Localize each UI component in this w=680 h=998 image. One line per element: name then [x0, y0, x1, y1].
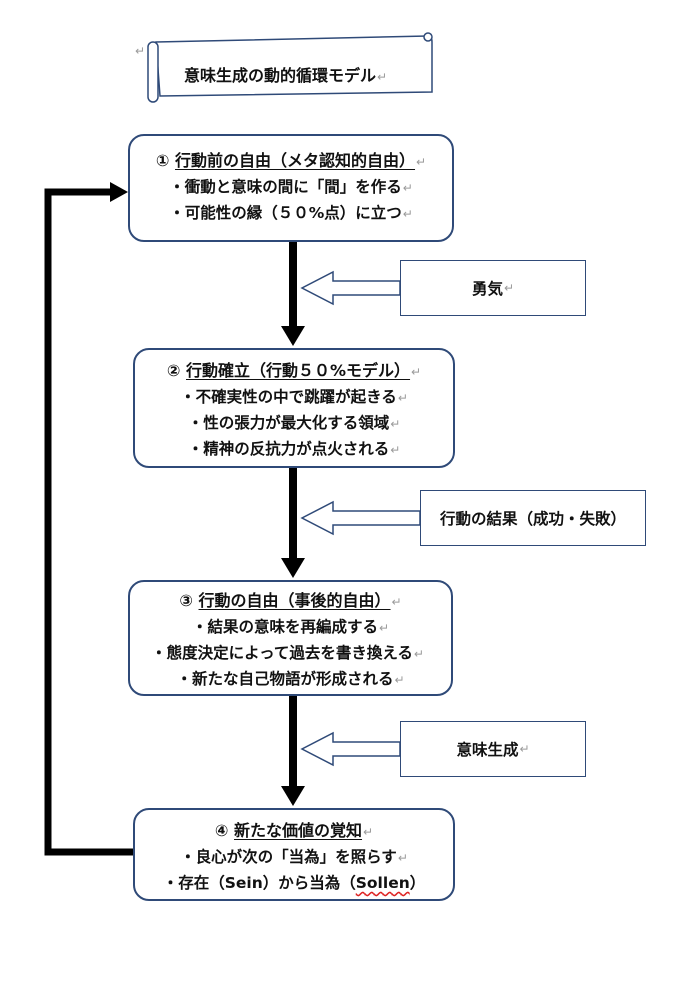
stage-bullet: ・可能性の縁（５０%点）に立つ↵ [130, 201, 452, 227]
paragraph-mark: ↵ [397, 391, 408, 405]
paragraph-mark: ↵ [394, 673, 405, 687]
title-scroll-banner [147, 32, 433, 103]
stage-title: 行動の自由（事後的自由） [198, 591, 391, 610]
bullet-text: ・衝動と意味の間に「間」を作る [169, 178, 402, 196]
paragraph-mark: ↵ [402, 181, 413, 195]
input-label: 勇気 [471, 280, 503, 298]
paragraph-mark: ↵ [416, 155, 427, 169]
paragraph-mark: ↵ [391, 595, 402, 609]
diagram-title-text: 意味生成の動的循環モデル [184, 66, 377, 85]
bullet-text: ・存在（Sein）から当為（ [162, 874, 356, 892]
stage-title: 新たな価値の覚知 [234, 821, 363, 840]
paragraph-mark: ↵ [519, 742, 530, 756]
paragraph-mark: ↵ [135, 44, 146, 58]
bullet-text: ・不確実性の中で跳躍が起きる [180, 388, 397, 406]
bullet-text: ・新たな自己物語が形成される [176, 670, 394, 688]
stage-bullet: ・態度決定によって過去を書き換える↵ [124, 641, 451, 667]
stage-title: 行動確立（行動５０%モデル） [186, 361, 411, 380]
stage-bullet: ・良心が次の「当為」を照らす↵ [135, 845, 453, 871]
input-box-courage: 勇気↵ [400, 260, 586, 316]
stage-heading: ④ 新たな価値の覚知↵ [135, 818, 453, 845]
paragraph-mark: ↵ [377, 70, 388, 84]
paragraph-mark: ↵ [397, 851, 408, 865]
flow-arrow-1-2 [281, 242, 305, 346]
flow-arrow-3-4 [281, 696, 305, 806]
bullet-text: ・性の張力が最大化する領域 [187, 414, 390, 432]
stage-bullet: ・精神の反抗力が点火される↵ [135, 437, 453, 463]
paragraph-mark: ↵ [413, 647, 424, 661]
paragraph-mark: ↵ [390, 417, 401, 431]
stage-number: ② [166, 361, 181, 380]
diagram-title: 意味生成の動的循環モデル↵ [184, 62, 387, 86]
paragraph-mark: ↵ [503, 281, 515, 295]
paragraph-mark: ↵ [402, 207, 413, 221]
flow-arrow-2-3 [281, 468, 305, 578]
input-arrow-2 [300, 500, 421, 536]
stage-heading: ② 行動確立（行動５０%モデル）↵ [135, 358, 453, 385]
paragraph-mark: ↵ [390, 443, 401, 457]
input-arrow-1 [300, 270, 401, 306]
paragraph-mark: ↵ [411, 365, 422, 379]
stage-number: ① [155, 151, 170, 170]
stage-box-1: ① 行動前の自由（メタ認知的自由）↵ ・衝動と意味の間に「間」を作る↵ ・可能性… [128, 134, 454, 242]
stage-bullet: ・結果の意味を再編成する↵ [130, 615, 451, 641]
stage-bullet: ・衝動と意味の間に「間」を作る↵ [130, 175, 452, 201]
stage-box-3: ③ 行動の自由（事後的自由）↵ ・結果の意味を再編成する↵ ・態度決定によって過… [128, 580, 453, 696]
input-label: 意味生成 [456, 741, 519, 759]
stage-heading: ① 行動前の自由（メタ認知的自由）↵ [130, 148, 452, 175]
spellcheck-flagged-word[interactable]: Sollen [355, 874, 410, 892]
feedback-loop-arrow [44, 182, 133, 856]
paragraph-mark: ↵ [363, 825, 374, 839]
stage-number: ③ [179, 591, 193, 610]
bullet-text: ・態度決定によって過去を書き換える [151, 644, 413, 662]
stage-heading: ③ 行動の自由（事後的自由）↵ [130, 588, 451, 615]
bullet-text: ） [409, 874, 426, 892]
paragraph-mark: ↵ [378, 621, 390, 635]
stage-bullet: ・新たな自己物語が形成される↵ [130, 667, 451, 693]
bullet-text: ・良心が次の「当為」を照らす [180, 848, 397, 866]
input-label: 行動の結果（成功・失敗） [439, 510, 626, 528]
stage-bullet: ・存在（Sein）から当為（Sollen） [135, 871, 453, 896]
stage-bullet: ・不確実性の中で跳躍が起きる↵ [135, 385, 453, 411]
stage-title: 行動前の自由（メタ認知的自由） [175, 151, 416, 170]
stage-bullet: ・性の張力が最大化する領域↵ [135, 411, 453, 437]
stage-number: ④ [214, 821, 229, 840]
stage-box-2: ② 行動確立（行動５０%モデル）↵ ・不確実性の中で跳躍が起きる↵ ・性の張力が… [133, 348, 455, 468]
bullet-text: ・可能性の縁（５０%点）に立つ [169, 204, 402, 222]
bullet-text: ・精神の反抗力が点火される [187, 440, 390, 458]
input-arrow-3 [300, 731, 401, 767]
bullet-text: ・結果の意味を再編成する [191, 618, 378, 636]
input-box-meaning-generation: 意味生成↵ [400, 721, 586, 777]
stage-box-4: ④ 新たな価値の覚知↵ ・良心が次の「当為」を照らす↵ ・存在（Sein）から当… [133, 808, 455, 901]
input-box-action-result: 行動の結果（成功・失敗） [420, 490, 646, 546]
